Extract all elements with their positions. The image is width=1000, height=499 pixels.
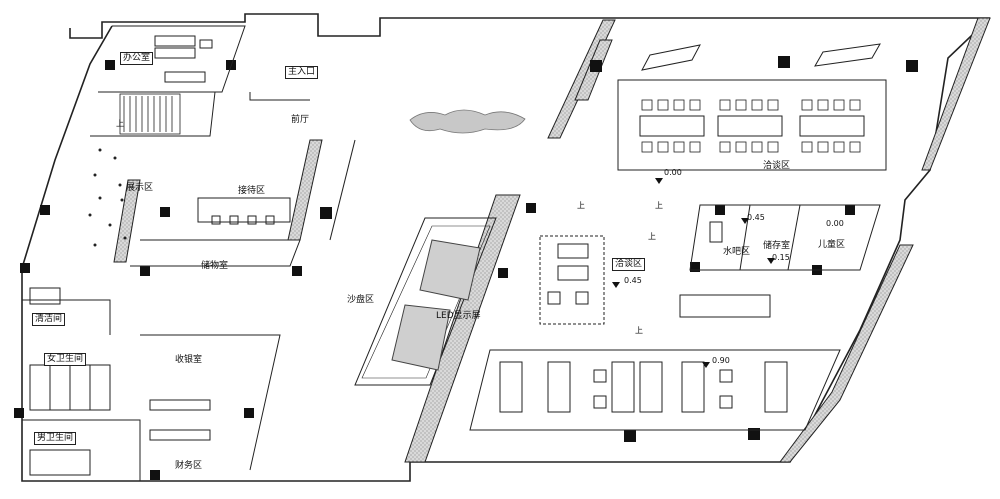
room-label-mens-wc: 男卫生间 bbox=[34, 432, 77, 445]
room-label-main-entrance: 主入口 bbox=[285, 66, 319, 79]
room-label-negotiation-mid: 洽谈区 bbox=[612, 258, 646, 271]
room-label-reception-area: 接待区 bbox=[238, 186, 266, 196]
partitions bbox=[22, 91, 356, 481]
reception-desk bbox=[197, 197, 291, 225]
room-label-lobby: 前厅 bbox=[291, 115, 310, 125]
room-label-display-area: 展示区 bbox=[126, 183, 154, 193]
central-walls bbox=[113, 139, 521, 463]
bottom-lounge bbox=[469, 349, 841, 431]
room-label-womens-wc: 女卫生间 bbox=[44, 353, 87, 366]
room-label-storage: 储物室 bbox=[201, 261, 229, 271]
level-bar: 0.45 bbox=[747, 213, 765, 222]
room-label-storeroom: 储存室 bbox=[763, 241, 791, 251]
room-label-cleaning-room: 清洁间 bbox=[32, 313, 66, 326]
room-label-sand-table: 沙盘区 bbox=[347, 295, 375, 305]
level-markers bbox=[612, 178, 775, 368]
office-desks bbox=[149, 399, 211, 441]
stair-mark-4: 上 bbox=[635, 326, 643, 335]
room-label-led-screen: LED显示屏 bbox=[436, 311, 481, 321]
top-negotiation bbox=[617, 43, 887, 171]
service-block bbox=[679, 204, 881, 318]
stair-mark-3: 上 bbox=[655, 201, 663, 210]
room-label-cashier: 收银室 bbox=[175, 355, 203, 365]
sand-table bbox=[354, 217, 497, 386]
room-label-kids-area: 儿童区 bbox=[818, 240, 846, 250]
office-room bbox=[98, 25, 246, 93]
room-label-negotiation-top: 洽谈区 bbox=[763, 161, 791, 171]
room-label-bar: 水吧区 bbox=[723, 247, 751, 257]
stairs-left bbox=[119, 93, 181, 135]
room-label-finance: 财务区 bbox=[175, 461, 203, 471]
level-top: 0.00 bbox=[664, 168, 682, 177]
stair-mark-2: 上 bbox=[577, 201, 585, 210]
level-bottom: 0.90 bbox=[712, 356, 730, 365]
room-label-office: 办公室 bbox=[120, 52, 154, 65]
stair-mark-1: 上 bbox=[116, 119, 124, 128]
level-store: 0.15 bbox=[772, 253, 790, 262]
mid-negotiation bbox=[539, 235, 605, 325]
right-wall-band bbox=[547, 17, 991, 463]
level-mid: 0.45 bbox=[624, 276, 642, 285]
level-kids: 0.00 bbox=[826, 219, 844, 228]
stair-mark-5: 上 bbox=[648, 232, 656, 241]
display-dots bbox=[88, 148, 127, 247]
landscape-cloud bbox=[409, 109, 526, 134]
